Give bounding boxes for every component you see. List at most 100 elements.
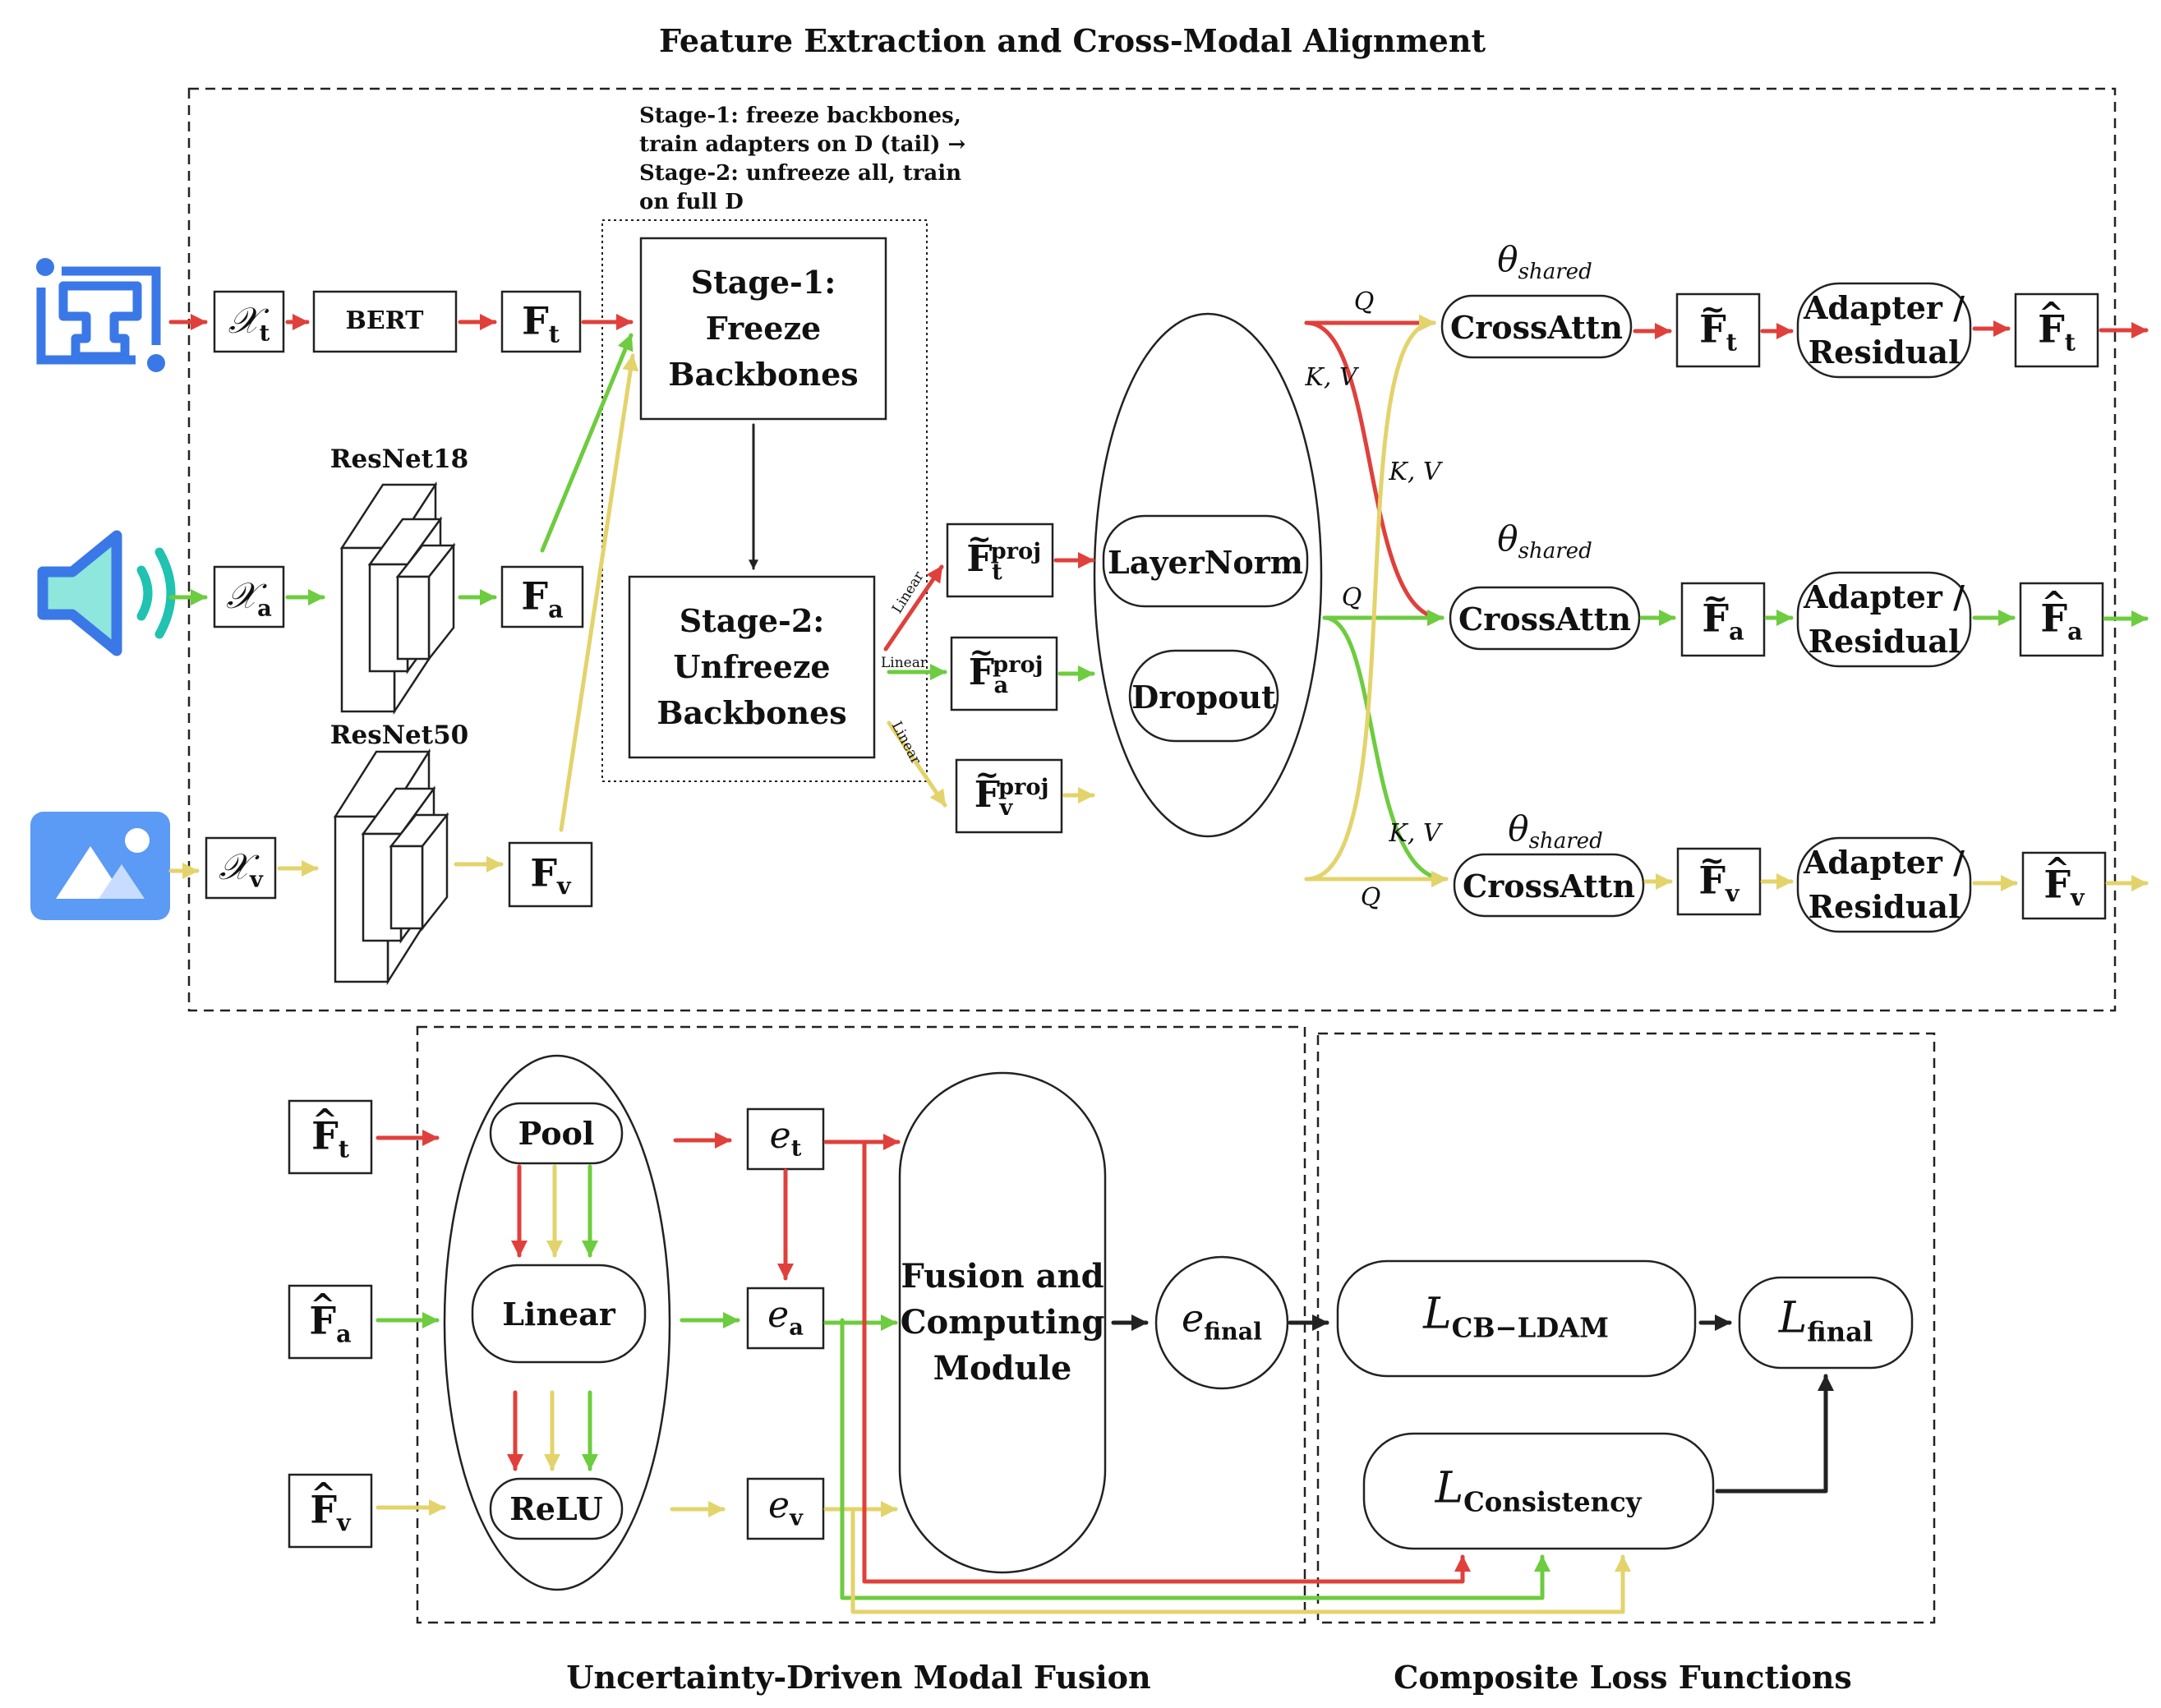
f-t-sub: t: [1726, 328, 1737, 357]
stage-note-line: Stage-1: freeze backbones,: [639, 104, 961, 128]
fusion-module-line: Fusion and: [901, 1257, 1104, 1296]
q-label-a: Q: [1341, 582, 1362, 612]
f-v-tilde-label: Fv: [1698, 842, 1739, 908]
title-loss: Composite Loss Functions: [1394, 1659, 1852, 1696]
l-symbol: L: [1423, 1289, 1452, 1339]
adapter-line: Adapter /: [1803, 578, 1965, 615]
f-symbol: F: [2038, 295, 2065, 352]
e-symbol: e: [1181, 1296, 1205, 1341]
stage2-label: Stage-2: Unfreeze Backbones: [657, 598, 846, 736]
resnet18-block: [339, 481, 456, 716]
l-final-box: [1738, 1276, 1914, 1370]
f-symbol: F: [521, 573, 549, 619]
f-a-tilde-label: Fa: [1702, 580, 1744, 646]
linear-label-a: Linear: [881, 655, 927, 671]
stage1-box: [639, 237, 887, 421]
x-a-box: [213, 565, 285, 628]
dropout-box: [1128, 649, 1279, 743]
relu-label: ReLU: [509, 1490, 603, 1528]
resnet50-label: ResNet50: [329, 720, 469, 750]
fhat-a-in-label: Fa: [309, 1287, 352, 1348]
x-symbol: 𝒳: [228, 300, 260, 343]
crossattn-v-box: [1453, 853, 1645, 918]
title-alignment: Feature Extraction and Cross-Modal Align…: [658, 22, 1486, 59]
f-symbol: F: [975, 759, 1001, 817]
adapter-line: Adapter /: [1803, 844, 1965, 881]
f-t-sub: t: [992, 558, 1002, 585]
theta-sub: shared: [1518, 539, 1592, 564]
f-symbol: F: [522, 298, 549, 343]
e-a-label: ea: [767, 1294, 804, 1341]
l-consistency-label: LConsistency: [1435, 1463, 1642, 1518]
e-t-sub: t: [790, 1135, 802, 1162]
e-a-sub: a: [789, 1314, 804, 1341]
f-symbol: F: [1702, 580, 1729, 641]
f-a-hat-label: Fa: [2040, 584, 2083, 646]
f-symbol: F: [2040, 584, 2067, 641]
fusion-module-line: Module: [933, 1349, 1072, 1388]
adapter-a-label: Adapter / Residual: [1804, 575, 1965, 664]
relu-box: [489, 1477, 624, 1540]
f-a-proj-label: Fproja: [969, 637, 1044, 698]
kv-label-mid: K, V: [1389, 457, 1441, 486]
f-a-sub: a: [2067, 617, 2083, 646]
stage1-label: Stage-1: Freeze Backbones: [668, 260, 858, 398]
e-t-label: et: [769, 1115, 802, 1162]
bert-label: BERT: [345, 306, 424, 335]
f-v-sub: v: [2071, 883, 2085, 912]
x-t-label: 𝒳t: [228, 300, 270, 347]
adapter-line: Residual: [1808, 334, 1961, 371]
f-symbol: F: [311, 1102, 339, 1158]
f-symbol: F: [1698, 842, 1726, 903]
stage1-line: Backbones: [668, 356, 859, 393]
theta-sub: shared: [1528, 829, 1603, 854]
fhat-v-in-label: Fv: [310, 1476, 350, 1537]
crossattn-a-box: [1449, 586, 1641, 651]
x-v-sub: v: [250, 866, 263, 893]
f-v-sub: v: [1726, 879, 1739, 908]
theta-shared-t: θshared: [1497, 239, 1592, 285]
proj-sup: proj: [990, 538, 1042, 565]
adapter-a-box: [1796, 571, 1972, 668]
crossattn-t-label: CrossAttn: [1450, 309, 1623, 347]
f-v-sub: v: [999, 794, 1013, 821]
e-v-label: ev: [768, 1485, 803, 1531]
e-final-label: efinal: [1181, 1296, 1263, 1346]
section-frame-alignment: [187, 87, 2117, 1012]
x-symbol: 𝒳: [219, 846, 250, 889]
e-final-sub: final: [1204, 1317, 1263, 1346]
stage-note-line: Stage-2: unfreeze all, train: [639, 161, 962, 186]
f-a-sub: a: [336, 1319, 352, 1348]
x-a-sub: a: [257, 595, 272, 622]
e-symbol: e: [769, 1115, 791, 1158]
l-consistency-sub: Consistency: [1463, 1486, 1642, 1518]
l-cb-ldam-label: LCB−LDAM: [1423, 1289, 1609, 1343]
f-a-box: [500, 565, 584, 628]
layernorm-box: [1102, 514, 1309, 608]
crossattn-v-label: CrossAttn: [1463, 868, 1635, 905]
e-v-sub: v: [790, 1504, 803, 1531]
stage-note-line: on full D: [639, 190, 744, 214]
adapter-t-label: Adapter / Residual: [1804, 286, 1965, 375]
e-final-circle: [1154, 1255, 1289, 1390]
l-symbol: L: [1778, 1293, 1808, 1343]
f-a-sub: a: [548, 595, 564, 624]
proj-sup: proj: [993, 651, 1044, 679]
adapter-t-box: [1796, 282, 1972, 379]
proj-sup: proj: [998, 774, 1049, 801]
adapter-line: Residual: [1808, 623, 1961, 660]
crossattn-t-box: [1440, 294, 1633, 359]
e-symbol: e: [768, 1485, 790, 1527]
pool-box: [489, 1102, 624, 1165]
adapter-v-label: Adapter / Residual: [1804, 840, 1965, 929]
f-symbol: F: [969, 637, 995, 694]
f-symbol: F: [1699, 291, 1726, 352]
fusion-module-line: Computing: [900, 1303, 1105, 1342]
linear-label: Linear: [502, 1296, 615, 1333]
crossattn-a-label: CrossAttn: [1458, 601, 1631, 638]
stage-note-line: train adapters on D (tail) →: [639, 132, 966, 157]
theta-symbol: θ: [1508, 808, 1529, 849]
l-final-sub: final: [1807, 1316, 1873, 1348]
f-symbol: F: [309, 1287, 336, 1343]
e-symbol: e: [767, 1294, 790, 1337]
